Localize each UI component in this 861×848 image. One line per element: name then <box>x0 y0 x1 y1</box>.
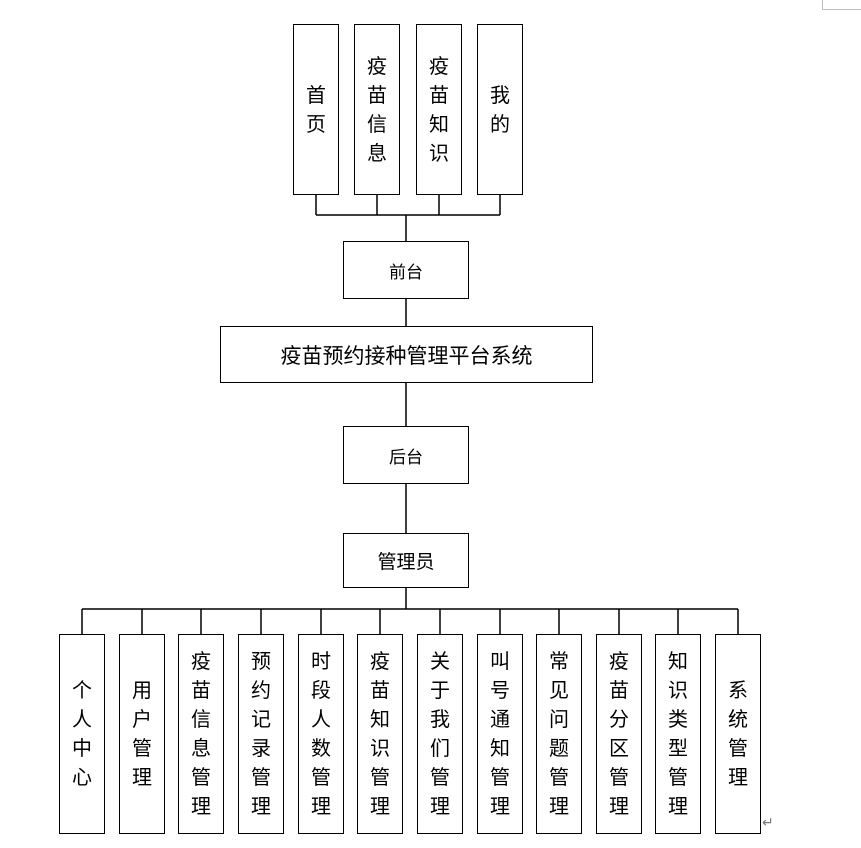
node-label: 预约记录管理 <box>251 649 271 818</box>
node-label: 首页 <box>306 82 326 136</box>
node-label: 前台 <box>389 262 423 283</box>
page-corner-mark <box>822 0 861 10</box>
node-label: 我的 <box>490 82 510 136</box>
node-label: 用户管理 <box>132 678 152 789</box>
node-about-us-management: 关于我们管理 <box>417 634 463 834</box>
node-label: 个人中心 <box>72 678 92 789</box>
node-label: 后台 <box>389 447 423 468</box>
node-vaccine-info: 疫苗信息 <box>354 24 400 195</box>
node-vaccine-knowledge-management: 疫苗知识管理 <box>357 634 403 834</box>
node-label: 疫苗信息管理 <box>191 649 211 818</box>
node-admin: 管理员 <box>343 533 469 588</box>
node-personal-center: 个人中心 <box>59 634 105 834</box>
node-label: 常见问题管理 <box>549 649 569 818</box>
node-frontend: 前台 <box>343 241 469 299</box>
node-label: 疫苗知识 <box>429 53 449 165</box>
node-label: 管理员 <box>377 551 435 573</box>
node-backend: 后台 <box>343 426 469 484</box>
node-knowledge-type-management: 知识类型管理 <box>655 634 701 834</box>
node-label: 疫苗分区管理 <box>609 649 629 818</box>
node-home: 首页 <box>293 24 339 195</box>
node-mine: 我的 <box>477 24 523 195</box>
node-call-notice-management: 叫号通知管理 <box>477 634 523 834</box>
node-label: 疫苗信息 <box>367 53 387 165</box>
node-appointment-record-management: 预约记录管理 <box>238 634 284 834</box>
node-vaccine-info-management: 疫苗信息管理 <box>178 634 224 834</box>
node-faq-management: 常见问题管理 <box>536 634 582 834</box>
node-label: 关于我们管理 <box>430 649 450 818</box>
node-label: 疫苗知识管理 <box>370 649 390 818</box>
node-label: 系统管理 <box>728 678 748 789</box>
node-label: 疫苗预约接种管理平台系统 <box>280 343 533 368</box>
node-label: 时段人数管理 <box>311 649 331 818</box>
node-timeslot-capacity-management: 时段人数管理 <box>298 634 344 834</box>
node-system-management: 系统管理 <box>715 634 761 834</box>
node-vaccine-knowledge: 疫苗知识 <box>416 24 462 195</box>
node-label: 叫号通知管理 <box>490 649 510 818</box>
paragraph-mark: ↵ <box>762 815 774 831</box>
node-user-management: 用户管理 <box>119 634 165 834</box>
node-vaccine-zone-management: 疫苗分区管理 <box>596 634 642 834</box>
node-label: 知识类型管理 <box>668 649 688 818</box>
node-system-root: 疫苗预约接种管理平台系统 <box>220 326 593 383</box>
